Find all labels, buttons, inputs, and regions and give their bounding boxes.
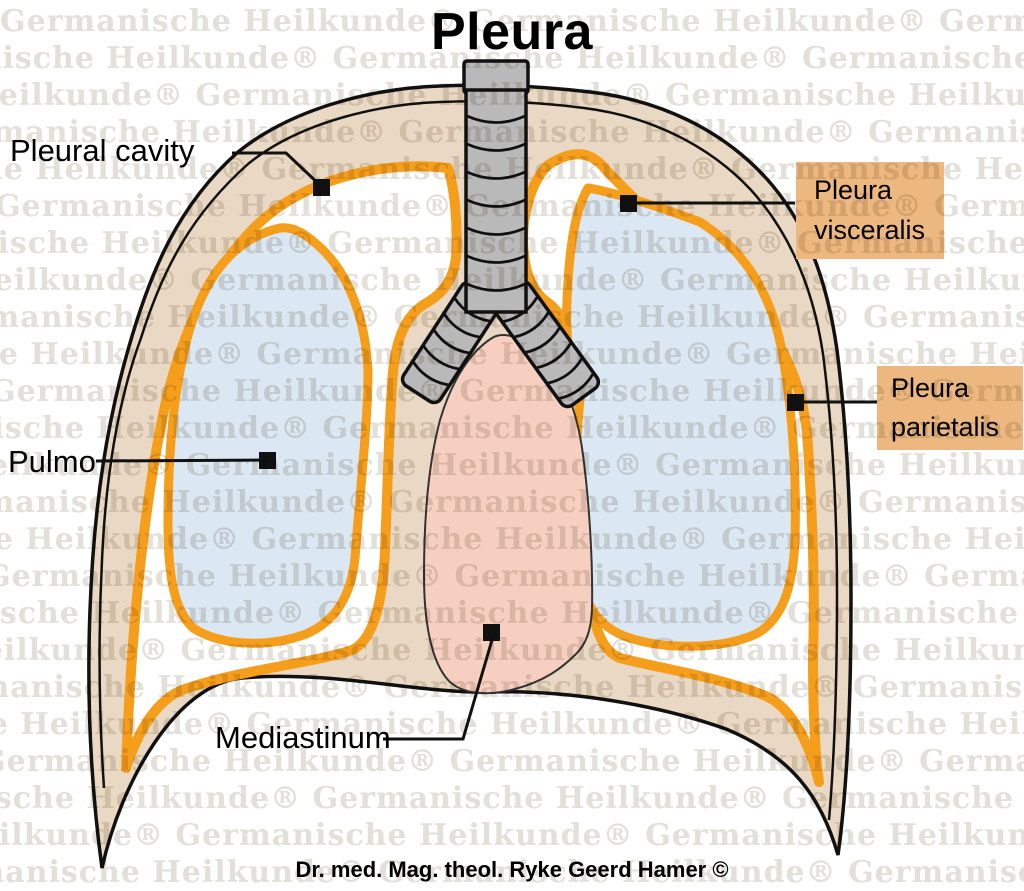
marker-pulmo [259,452,276,469]
trachea-tube [464,88,528,314]
label-pleura-visceralis: Pleura visceralis [796,162,944,259]
label-pulmo: Pulmo [8,444,96,479]
larynx [462,59,530,95]
leader-pulmo [95,458,267,463]
label-mediastinum: Mediastinum [215,720,391,755]
marker-mediastinum [483,624,500,641]
label-pleura-visceralis-line2: visceralis [814,214,926,245]
label-pleura-visceralis-line1: Pleura [814,175,893,206]
trachea [400,59,601,409]
marker-pleura-parietalis [787,394,804,411]
lung-left [163,223,373,648]
label-pleura-parietalis-line2: parietalis [891,412,1000,442]
leader-mediastinum [383,639,494,741]
label-pleura-parietalis-line1: Pleura [891,372,970,403]
marker-pleural-cavity [313,179,330,196]
label-pleural-cavity: Pleural cavity [10,133,195,168]
page-title: Pleura [431,3,593,61]
mediastinum-region [422,333,594,695]
leader-pleural-cavity [232,151,324,189]
marker-pleura-visceralis [620,195,637,212]
label-pleura-parietalis: Pleura parietalis [877,366,1023,450]
attribution-text: Dr. med. Mag. theol. Ryke Geerd Hamer © [295,857,729,882]
